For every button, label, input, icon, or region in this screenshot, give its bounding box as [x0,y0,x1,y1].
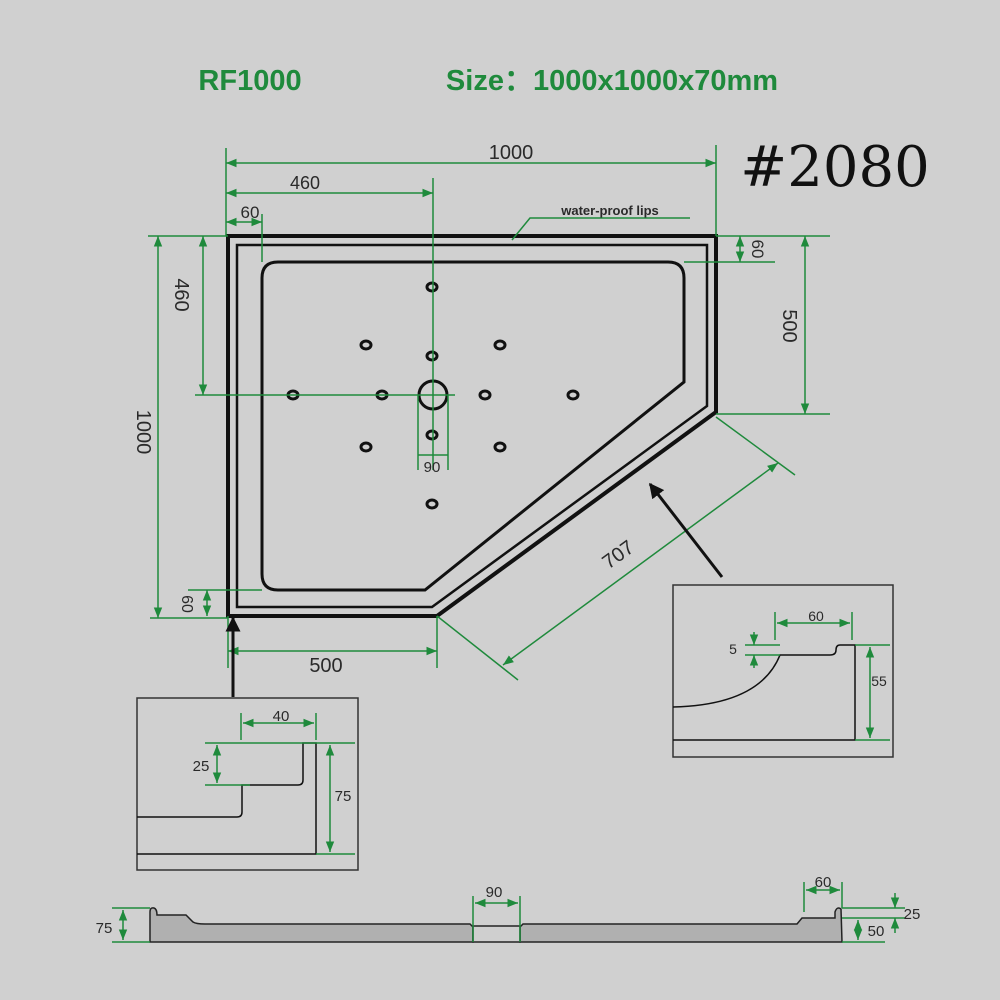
section-base: 50 [868,923,885,940]
product-code: #2080 [740,135,929,200]
dim-drain-x: 460 [290,173,320,193]
detail-left [136,697,359,871]
dim-width: 1000 [489,142,534,164]
dim-right-side: 500 [778,309,800,342]
detail-right-height: 55 [871,673,887,689]
label-water-proof-lips: water-proof lips [560,203,659,218]
arrow-icon [648,482,724,578]
dim-drain: 90 [424,459,441,476]
detail-left-width: 40 [273,708,290,725]
dim-lip-bottom: 60 [178,595,195,613]
model-title: RF1000 [198,65,301,97]
dim-depth: 1000 [132,410,154,455]
dim-diagonal: 707 [599,536,639,573]
detail-left-step: 25 [193,758,210,775]
section-drain: 90 [486,884,503,901]
cross-section [112,882,905,943]
tray-plan [226,234,718,618]
dim-drain-y: 460 [170,278,192,311]
section-lip: 60 [815,874,832,891]
plan-dimensions [148,145,830,681]
detail-right-step: 5 [729,641,737,657]
section-lip-height: 25 [904,906,921,923]
detail-left-height: 75 [335,788,352,805]
detail-right-width: 60 [808,608,824,624]
dim-bottom-side: 500 [309,655,342,677]
section-height: 75 [96,920,113,937]
dim-lip-left: 60 [241,203,260,222]
detail-right [672,584,894,758]
size-title: Size：1000x1000x70mm [446,65,778,97]
dim-lip-top-right: 60 [748,240,767,259]
